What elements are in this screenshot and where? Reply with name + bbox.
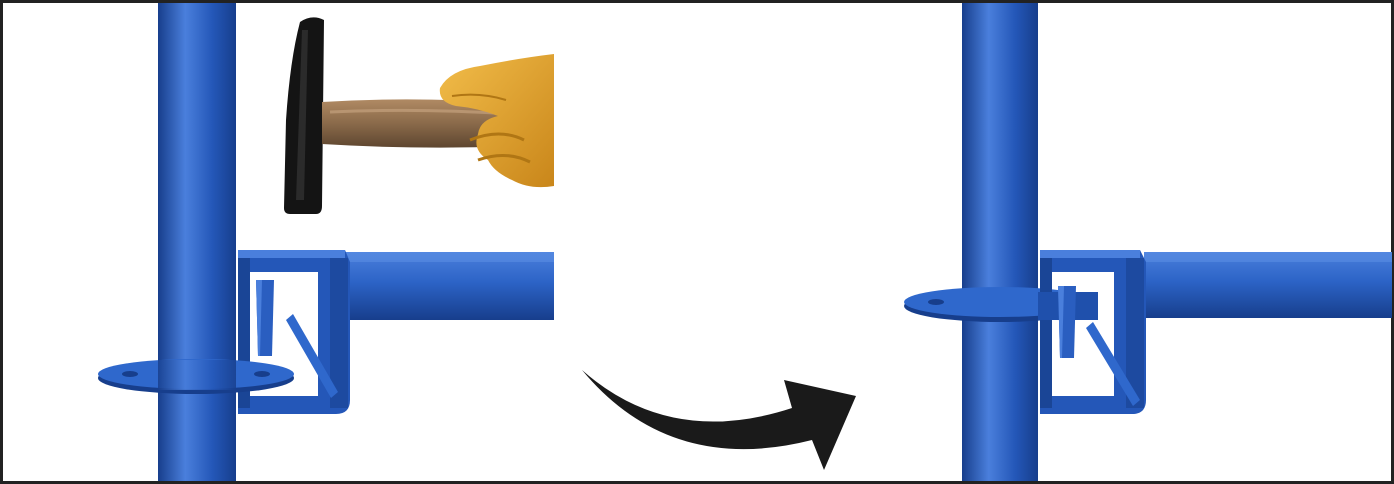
curved-arrow-right — [582, 370, 856, 470]
wedge-pin — [1058, 286, 1140, 406]
wedge-pin — [256, 280, 338, 398]
vertical-standard — [962, 3, 1038, 481]
vertical-standard — [158, 3, 236, 481]
panel-after — [904, 3, 1392, 481]
horizontal-ledger — [340, 252, 554, 320]
gloved-hand — [439, 54, 554, 188]
hammer — [284, 17, 520, 214]
horizontal-ledger — [1144, 252, 1392, 318]
panel-before — [98, 3, 554, 481]
rosette-disc — [98, 359, 294, 394]
